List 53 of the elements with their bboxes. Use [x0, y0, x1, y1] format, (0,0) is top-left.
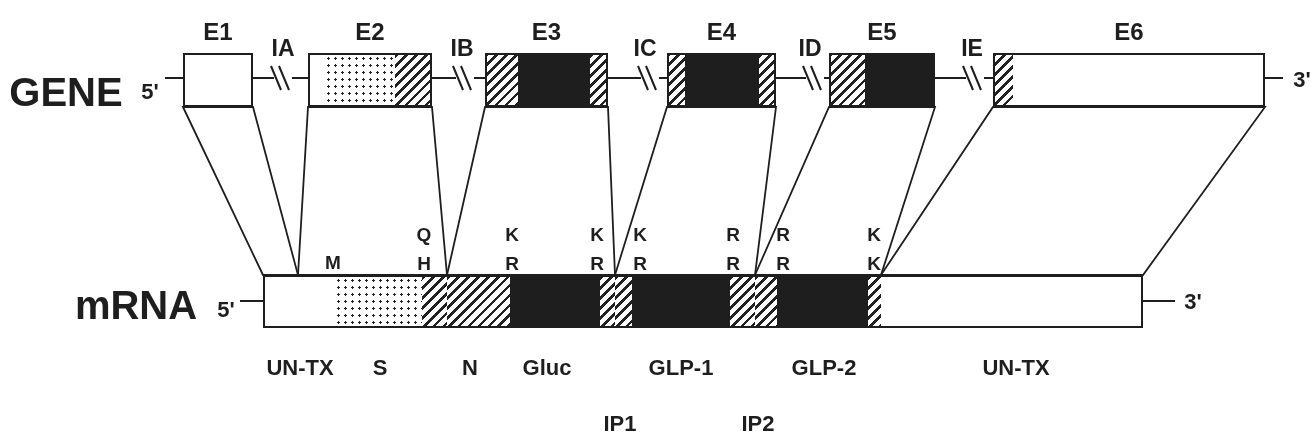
exon-label: E2 — [355, 17, 385, 47]
mapping-lines — [445, 106, 616, 276]
segment-label: N — [462, 357, 478, 379]
exon-label: E4 — [706, 17, 737, 47]
amino-acid-label: R — [726, 224, 740, 244]
mrna-segment — [263, 275, 298, 328]
mrna-label: mRNA — [74, 285, 198, 325]
segment-label: IP2 — [741, 413, 775, 435]
segment-label: IP1 — [603, 413, 637, 435]
mrna-segment — [755, 275, 881, 328]
segment-label: S — [372, 357, 388, 379]
segment-label: UN-TX — [982, 357, 1050, 379]
amino-acid-label: K — [633, 224, 647, 244]
segment-label: UN-TX — [266, 357, 334, 379]
segment-label: GLP-2 — [791, 357, 857, 379]
mapping-lines — [753, 106, 937, 276]
mrna-segment — [298, 275, 447, 328]
amino-acid-label: K — [590, 224, 604, 244]
exon-label: E6 — [1114, 17, 1144, 47]
amino-acid-label: R — [505, 253, 519, 273]
five-prime-label: 5' — [217, 299, 235, 321]
exon-label: E3 — [531, 17, 562, 47]
amino-acid-label: K — [867, 224, 881, 244]
amino-acid-label: K — [867, 253, 881, 273]
mrna-segment — [881, 275, 1143, 328]
gene-label: GENE — [9, 72, 123, 112]
three-prime-label: 3' — [1184, 291, 1202, 313]
amino-acid-label: R — [633, 253, 647, 273]
mapping-lines — [613, 106, 777, 276]
mapping-lines — [879, 106, 1267, 276]
three-prime-label: 3' — [1293, 69, 1311, 91]
mapping-lines — [181, 106, 300, 276]
intron-label: ID — [798, 36, 822, 60]
amino-acid-label: M — [325, 252, 341, 272]
amino-acid-label: H — [417, 253, 431, 273]
amino-acid-label: Q — [416, 224, 432, 244]
exon-label: E1 — [203, 17, 233, 47]
five-prime-label: 5' — [141, 81, 159, 103]
mrna-segment — [615, 275, 755, 328]
intron-label: IB — [450, 36, 474, 60]
segment-label: Gluc — [522, 357, 572, 379]
intron-label: IA — [271, 36, 295, 60]
amino-acid-label: R — [776, 224, 790, 244]
amino-acid-label: R — [776, 253, 790, 273]
amino-acid-label: K — [505, 224, 519, 244]
mrna-segment — [447, 275, 615, 328]
mapping-lines — [297, 106, 448, 276]
exon-label: E5 — [867, 17, 897, 47]
intron-label: IC — [633, 36, 657, 60]
segment-label: GLP-1 — [648, 357, 714, 379]
amino-acid-label: R — [590, 253, 604, 273]
amino-acid-label: R — [726, 253, 740, 273]
intron-label: IE — [961, 36, 983, 60]
